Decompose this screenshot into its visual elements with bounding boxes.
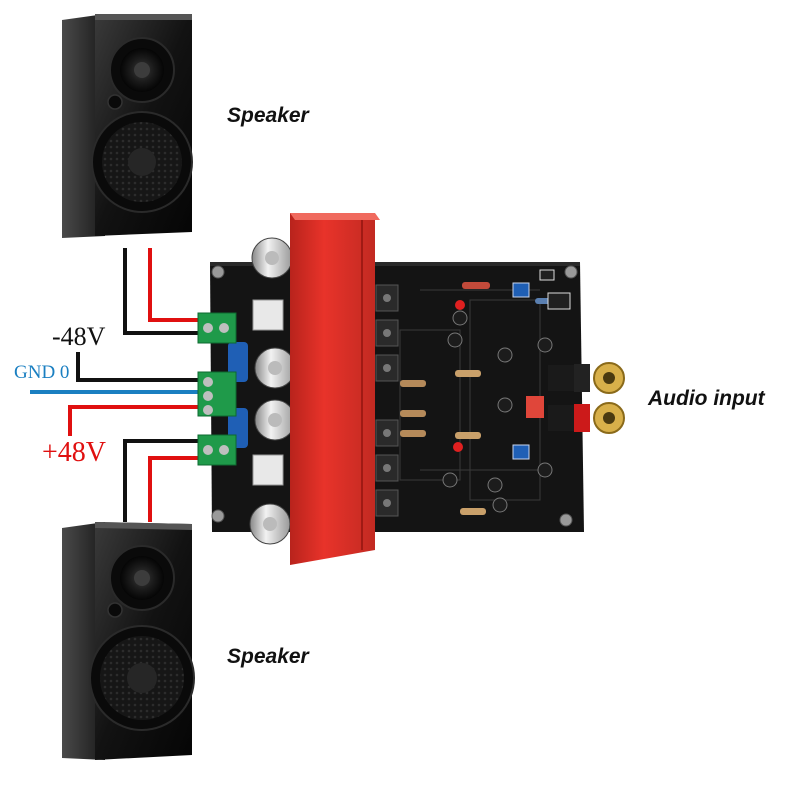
wires [30, 248, 200, 522]
small-capacitors [442, 310, 553, 513]
speaker-bottom-icon [62, 522, 195, 760]
wire-speaker-top-positive [148, 248, 200, 322]
wire-speaker-bottom-positive [148, 456, 200, 522]
terminal-block-icon [197, 312, 237, 466]
audio-input-label: Audio input [648, 387, 765, 410]
speaker-top-label: Speaker [227, 104, 309, 127]
speaker-bottom-label: Speaker [227, 645, 309, 668]
wire-speaker-bottom-negative [123, 439, 200, 522]
wire-neg-48v [76, 352, 200, 382]
rca-jack-icon [548, 362, 625, 434]
pos-voltage-label: +48V [42, 437, 107, 468]
neg-voltage-label: -48V [52, 322, 106, 351]
wire-speaker-top-negative [123, 248, 200, 335]
ground-label: GND 0 [14, 362, 70, 383]
heatsink-icon [290, 213, 380, 565]
wire-pos-48v [68, 405, 200, 436]
speaker-top-icon [62, 14, 193, 238]
